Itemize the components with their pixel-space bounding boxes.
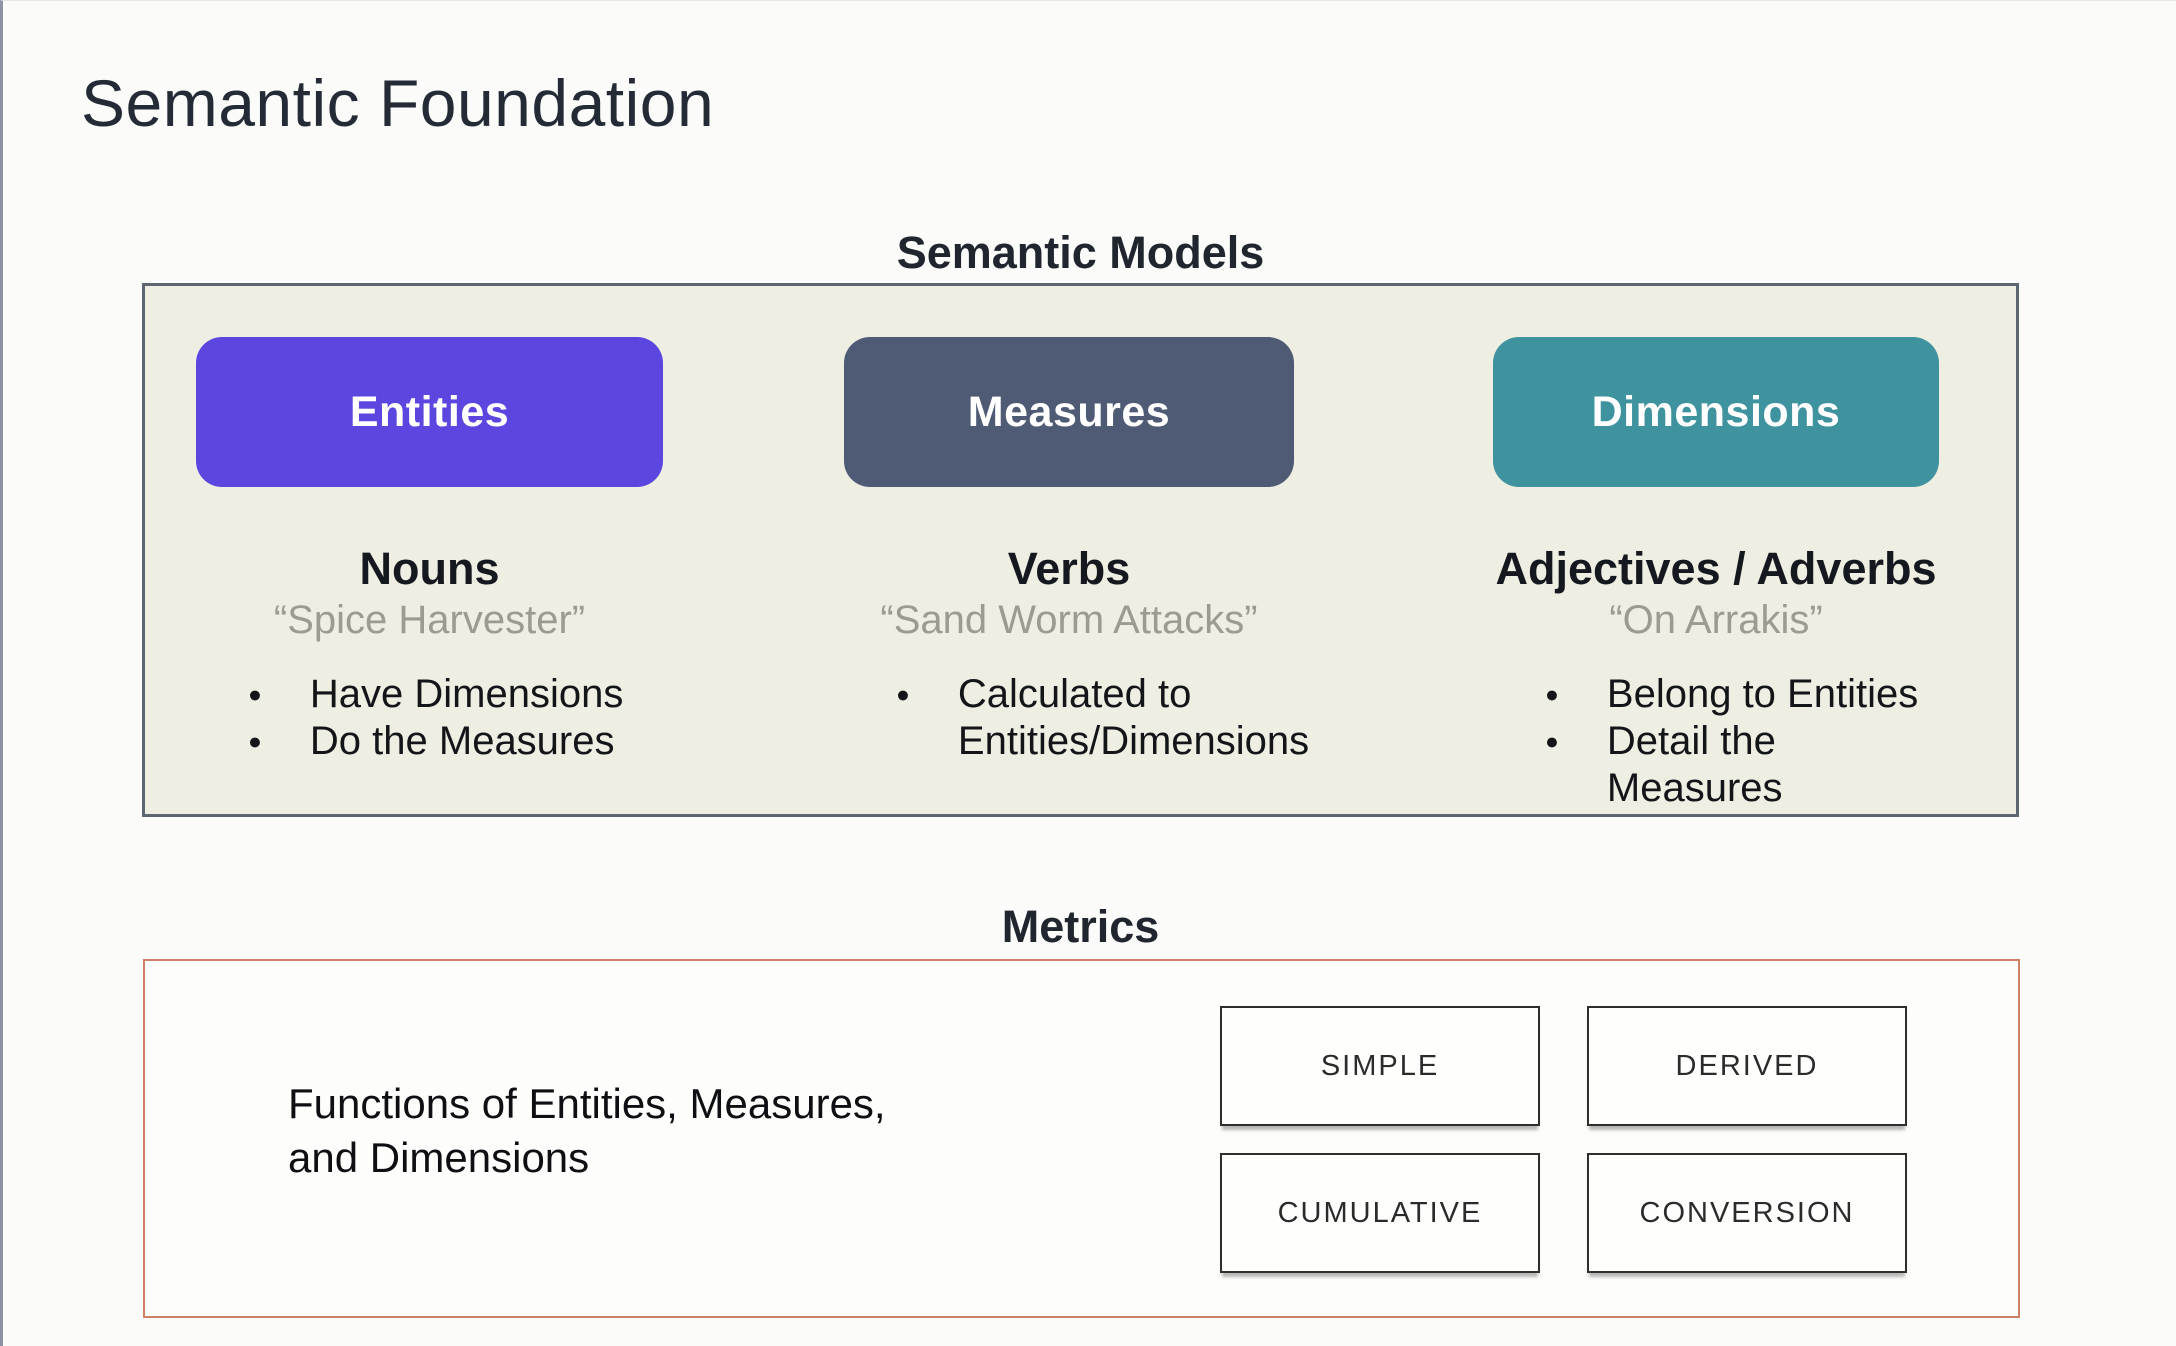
metric-types-grid: SIMPLE DERIVED CUMULATIVE CONVERSION	[1220, 1006, 1907, 1273]
metrics-heading: Metrics	[1001, 901, 1160, 952]
measures-column: Measures Verbs “Sand Worm Attacks” ● Cal…	[844, 337, 1309, 765]
entities-column: Entities Nouns “Spice Harvester” ● Have …	[196, 337, 663, 765]
entities-bullet-list: ● Have Dimensions ● Do the Measures	[196, 671, 623, 765]
dimensions-bullet-list: ● Belong to Entities ● Detail the Measur…	[1493, 671, 1939, 812]
entities-pill: Entities	[196, 337, 663, 487]
metric-type-cumulative: CUMULATIVE	[1220, 1153, 1540, 1273]
metrics-description: Functions of Entities, Measures, and Dim…	[288, 1077, 886, 1185]
metrics-description-line2: and Dimensions	[288, 1134, 590, 1181]
bullet-dot-icon: ●	[248, 681, 262, 707]
bullet-text: Do the Measures	[309, 719, 615, 763]
semantic-models-heading: Semantic Models	[896, 227, 1265, 278]
bullet-text: Calculated to Entities/Dimensions	[957, 672, 1310, 763]
list-item: ● Belong to Entities	[1545, 671, 1939, 718]
bullet-dot-icon: ●	[1545, 681, 1559, 707]
list-item: ● Do the Measures	[248, 718, 623, 765]
dimensions-heading: Adjectives / Adverbs	[1495, 543, 1937, 594]
measures-pill: Measures	[844, 337, 1294, 487]
bullet-dot-icon: ●	[1545, 728, 1559, 754]
bullet-dot-icon: ●	[248, 728, 262, 754]
dimensions-column: Dimensions Adjectives / Adverbs “On Arra…	[1493, 337, 1939, 812]
metrics-description-line1: Functions of Entities, Measures,	[288, 1080, 886, 1127]
list-item: ● Have Dimensions	[248, 671, 623, 718]
list-item: ● Detail the Measures	[1545, 718, 1939, 812]
metrics-panel: Functions of Entities, Measures, and Dim…	[143, 959, 2020, 1318]
semantic-models-panel: Entities Nouns “Spice Harvester” ● Have …	[142, 283, 2019, 817]
metric-type-simple: SIMPLE	[1220, 1006, 1540, 1126]
metric-type-derived: DERIVED	[1587, 1006, 1907, 1126]
entities-example: “Spice Harvester”	[273, 598, 586, 642]
bullet-text: Detail the Measures	[1606, 719, 1783, 810]
dimensions-example: “On Arrakis”	[1609, 598, 1823, 642]
bullet-dot-icon: ●	[896, 681, 910, 707]
measures-bullet-list: ● Calculated to Entities/Dimensions	[844, 671, 1358, 765]
page-title: Semantic Foundation	[81, 66, 715, 140]
bullet-text: Belong to Entities	[1606, 672, 1919, 716]
measures-heading: Verbs	[1007, 543, 1131, 594]
dimensions-pill: Dimensions	[1493, 337, 1939, 487]
list-item: ● Calculated to Entities/Dimensions	[896, 671, 1358, 765]
entities-heading: Nouns	[359, 543, 500, 594]
measures-example: “Sand Worm Attacks”	[880, 598, 1258, 642]
metric-type-conversion: CONVERSION	[1587, 1153, 1907, 1273]
bullet-text: Have Dimensions	[309, 672, 624, 716]
